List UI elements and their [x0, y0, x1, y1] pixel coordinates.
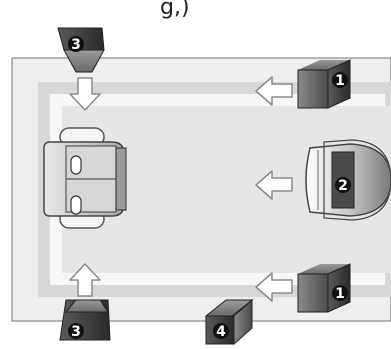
- badge-front-left: 1: [332, 285, 348, 302]
- badge-front-left-label: 1: [335, 286, 345, 302]
- arrow-icon-up: [69, 263, 101, 297]
- badge-front-right-label: 1: [335, 73, 345, 89]
- badge-surround-bottom: 3: [68, 323, 84, 340]
- badge-center: 2: [335, 177, 351, 194]
- arrow-icon-left-top: [255, 76, 293, 106]
- badge-front-right: 1: [332, 72, 348, 89]
- badge-center-label: 2: [338, 178, 348, 194]
- badge-surround-bottom-label: 3: [71, 324, 81, 340]
- arrows: [69, 76, 293, 302]
- badge-subwoofer: 4: [213, 323, 229, 340]
- arrow-icon-down: [69, 77, 101, 111]
- speaker-surround-bottom: [59, 299, 111, 341]
- sofa-icon: [43, 127, 127, 229]
- arrow-icon-left-middle: [255, 170, 293, 200]
- arrow-icon-left-bottom: [255, 272, 293, 302]
- badge-surround-top-label: 3: [71, 37, 81, 53]
- badge-surround-top: 3: [68, 36, 84, 53]
- badge-subwoofer-label: 4: [216, 324, 226, 340]
- header-fragment-text: g,): [160, 0, 190, 20]
